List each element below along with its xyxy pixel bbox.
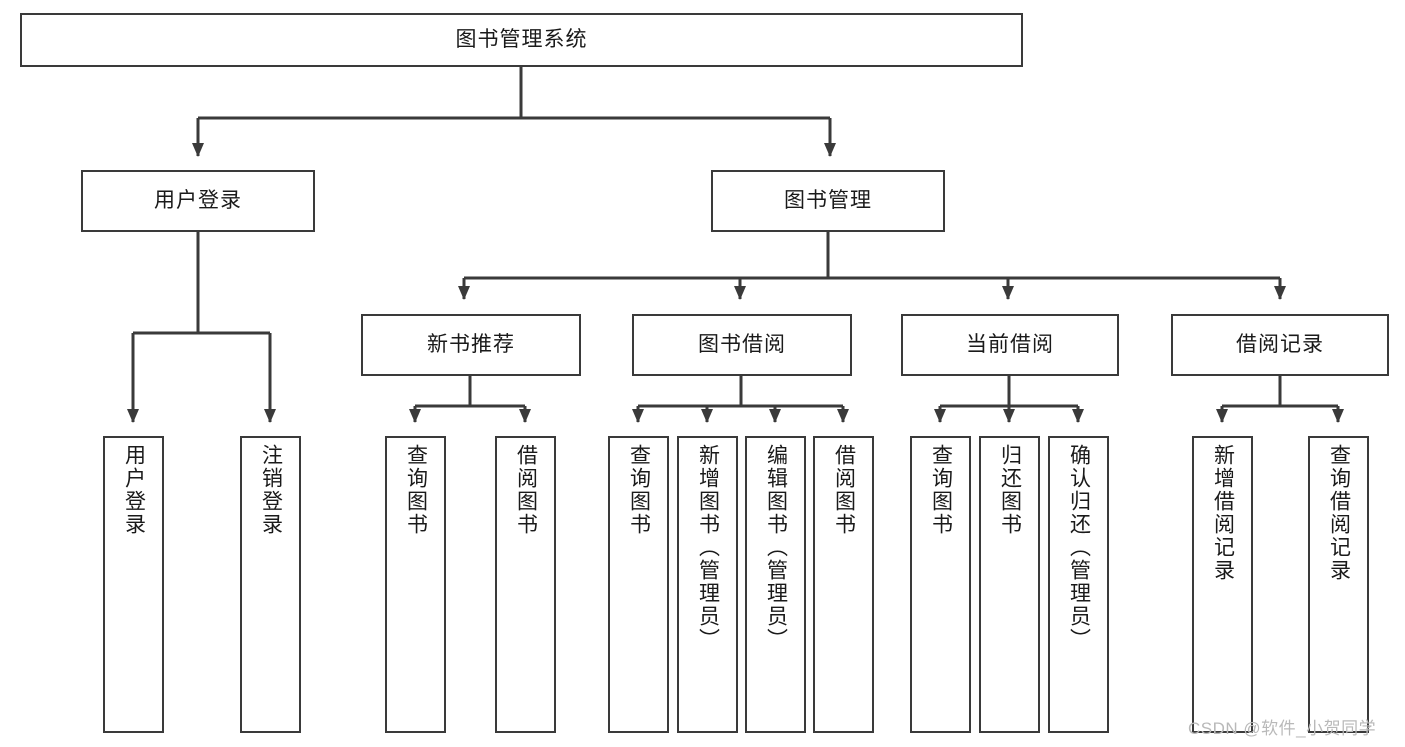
leaf-book-borrow-add[interactable]: 新增图书（管理员）	[677, 436, 738, 733]
leaf-book-borrow-query[interactable]: 查询图书	[608, 436, 669, 733]
leaf-current-borrow-return-label: 归还图书	[998, 444, 1022, 536]
leaf-current-borrow-confirm-label: 确认归还（管理员）	[1067, 444, 1091, 651]
node-book-management[interactable]: 图书管理	[711, 170, 945, 232]
leaf-book-borrow-lend[interactable]: 借阅图书	[813, 436, 874, 733]
leaf-current-borrow-query[interactable]: 查询图书	[910, 436, 971, 733]
node-new-book-recommend-label: 新书推荐	[427, 332, 515, 356]
leaf-new-book-query-label: 查询图书	[404, 444, 428, 536]
leaf-user-login-signin-label: 用户登录	[122, 444, 146, 536]
leaf-book-borrow-query-label: 查询图书	[627, 444, 651, 536]
leaf-user-login-signin[interactable]: 用户登录	[103, 436, 164, 733]
node-new-book-recommend[interactable]: 新书推荐	[361, 314, 581, 376]
node-book-management-label: 图书管理	[784, 188, 872, 212]
node-user-login-label: 用户登录	[154, 188, 242, 212]
node-borrow-record[interactable]: 借阅记录	[1171, 314, 1389, 376]
leaf-borrow-record-add[interactable]: 新增借阅记录	[1192, 436, 1253, 733]
node-current-borrow[interactable]: 当前借阅	[901, 314, 1119, 376]
node-borrow-record-label: 借阅记录	[1236, 332, 1324, 356]
leaf-borrow-record-add-label: 新增借阅记录	[1211, 444, 1235, 582]
leaf-current-borrow-query-label: 查询图书	[929, 444, 953, 536]
node-root[interactable]: 图书管理系统	[20, 13, 1023, 67]
node-current-borrow-label: 当前借阅	[966, 332, 1054, 356]
leaf-new-book-borrow[interactable]: 借阅图书	[495, 436, 556, 733]
leaf-borrow-record-query[interactable]: 查询借阅记录	[1308, 436, 1369, 733]
leaf-current-borrow-return[interactable]: 归还图书	[979, 436, 1040, 733]
leaf-user-login-signout-label: 注销登录	[259, 444, 283, 536]
leaf-book-borrow-edit-label: 编辑图书（管理员）	[764, 444, 788, 651]
leaf-book-borrow-lend-label: 借阅图书	[832, 444, 856, 536]
node-root-label: 图书管理系统	[455, 27, 588, 51]
node-user-login[interactable]: 用户登录	[81, 170, 315, 232]
node-book-borrow-label: 图书借阅	[698, 332, 786, 356]
leaf-borrow-record-query-label: 查询借阅记录	[1327, 444, 1351, 582]
leaf-current-borrow-confirm[interactable]: 确认归还（管理员）	[1048, 436, 1109, 733]
node-book-borrow[interactable]: 图书借阅	[632, 314, 852, 376]
leaf-new-book-query[interactable]: 查询图书	[385, 436, 446, 733]
leaf-book-borrow-edit[interactable]: 编辑图书（管理员）	[745, 436, 806, 733]
leaf-book-borrow-add-label: 新增图书（管理员）	[696, 444, 720, 651]
leaf-new-book-borrow-label: 借阅图书	[514, 444, 538, 536]
leaf-user-login-signout[interactable]: 注销登录	[240, 436, 301, 733]
